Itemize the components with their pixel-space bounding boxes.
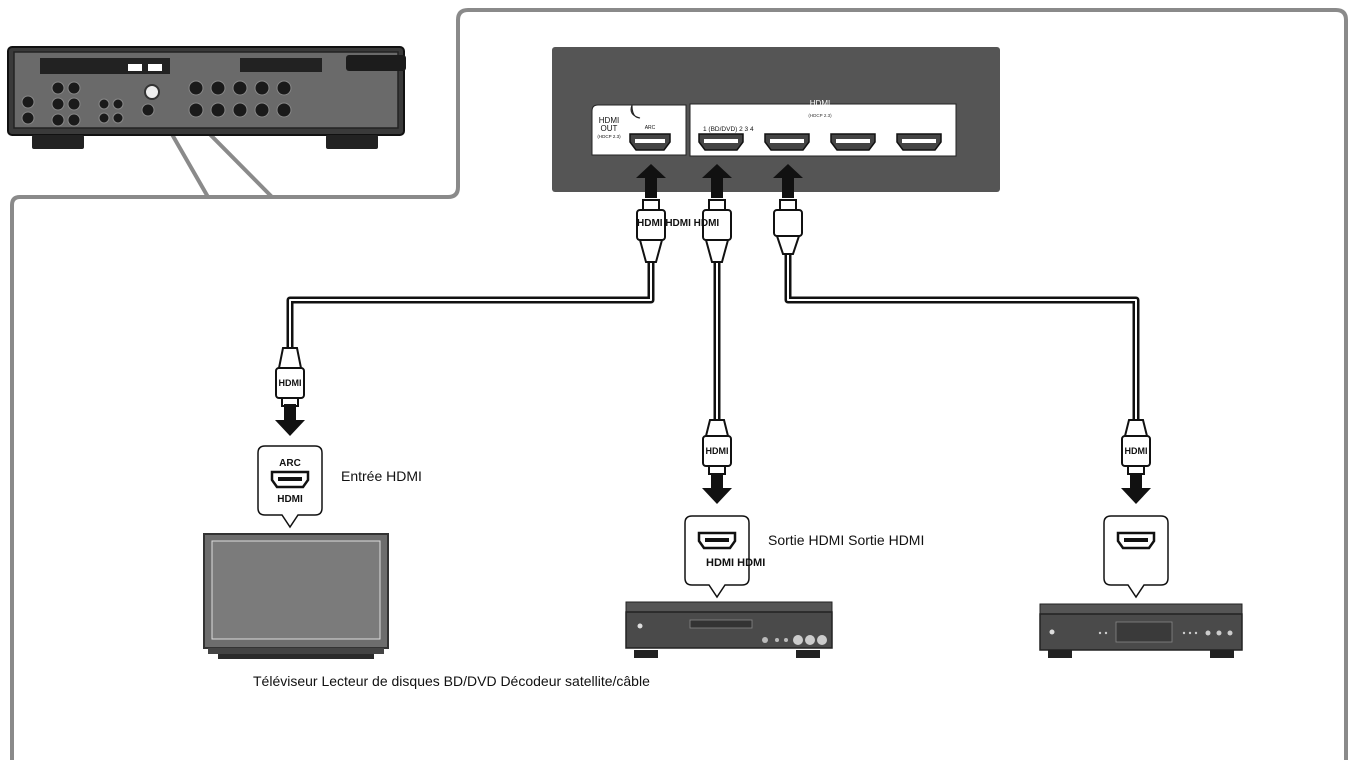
arrow-up-icon (636, 164, 666, 198)
cable-bd-plug-top (702, 199, 732, 263)
tv-icon (203, 533, 389, 659)
tv-port-callout: ARC HDMI (257, 445, 323, 529)
tv-port-bottom-label: HDMI (277, 494, 303, 505)
hdmi-in-port-2 (764, 133, 810, 151)
cable-sat-plug-top (773, 199, 803, 255)
receiver-rear-thumbnail (7, 46, 406, 149)
arrow-down-icon (1121, 474, 1151, 504)
hdmi-out-label-line2: OUT (601, 124, 618, 133)
tv-port-top-label: ARC (279, 458, 301, 469)
hdmi-in-label: HDMI (810, 99, 830, 108)
sat-box-icon (1039, 603, 1243, 658)
bd-port-bottom-label: HDMI HDMI (706, 557, 765, 569)
cable-sat-plug-label: HDMI (1125, 446, 1148, 456)
arrow-down-icon (275, 404, 305, 436)
hdmi-out-label-line1: HDMI (599, 116, 619, 125)
cable-bd-plug-bottom (702, 419, 732, 475)
input-numbers: 1 (BD/DVD) 2 3 4 (703, 126, 754, 133)
hdmi-in-port-1 (698, 133, 744, 151)
tv-callout-text: Entrée HDMI (341, 468, 422, 484)
cable-tv-plug-top (636, 199, 666, 263)
hdmi-out-label-line3: (HDCP 2.3) (597, 134, 621, 139)
cable-lines (286, 236, 1140, 420)
cable-top-labels: HDMI HDMI HDMI (637, 218, 719, 229)
bd-callout-text: Sortie HDMI Sortie HDMI (768, 532, 924, 548)
bd-port-callout: HDMI HDMI (684, 515, 765, 599)
hdmi-in-port-3 (830, 133, 876, 151)
footer-caption: Téléviseur Lecteur de disques BD/DVD Déc… (253, 673, 650, 689)
hdmi-in-port-4 (896, 133, 942, 151)
cable-tv-plug-bottom (275, 347, 305, 407)
bd-player-icon (625, 601, 833, 658)
cable-sat-plug-bottom (1121, 419, 1151, 475)
cable-sat (784, 236, 1140, 420)
hdmi-panel: HDMI OUT (HDCP 2.3) ARC HDMI (HDCP 2.3) … (552, 47, 1000, 192)
arrow-up-icon (702, 164, 732, 198)
arrows-to-panel (636, 164, 803, 198)
cable-tv-plug-label: HDMI (279, 378, 302, 388)
cable-tv (286, 262, 655, 348)
arrow-down-icon (702, 474, 732, 504)
hdmi-in-sublabel: (HDCP 2.3) (808, 113, 832, 118)
zoom-frame (10, 8, 1348, 760)
sat-port-callout (1103, 515, 1169, 599)
hdmi-out-port (629, 133, 671, 151)
arrow-up-icon (773, 164, 803, 198)
arc-port-label: ARC (645, 125, 656, 131)
cable-bd-plug-label: HDMI (706, 446, 729, 456)
